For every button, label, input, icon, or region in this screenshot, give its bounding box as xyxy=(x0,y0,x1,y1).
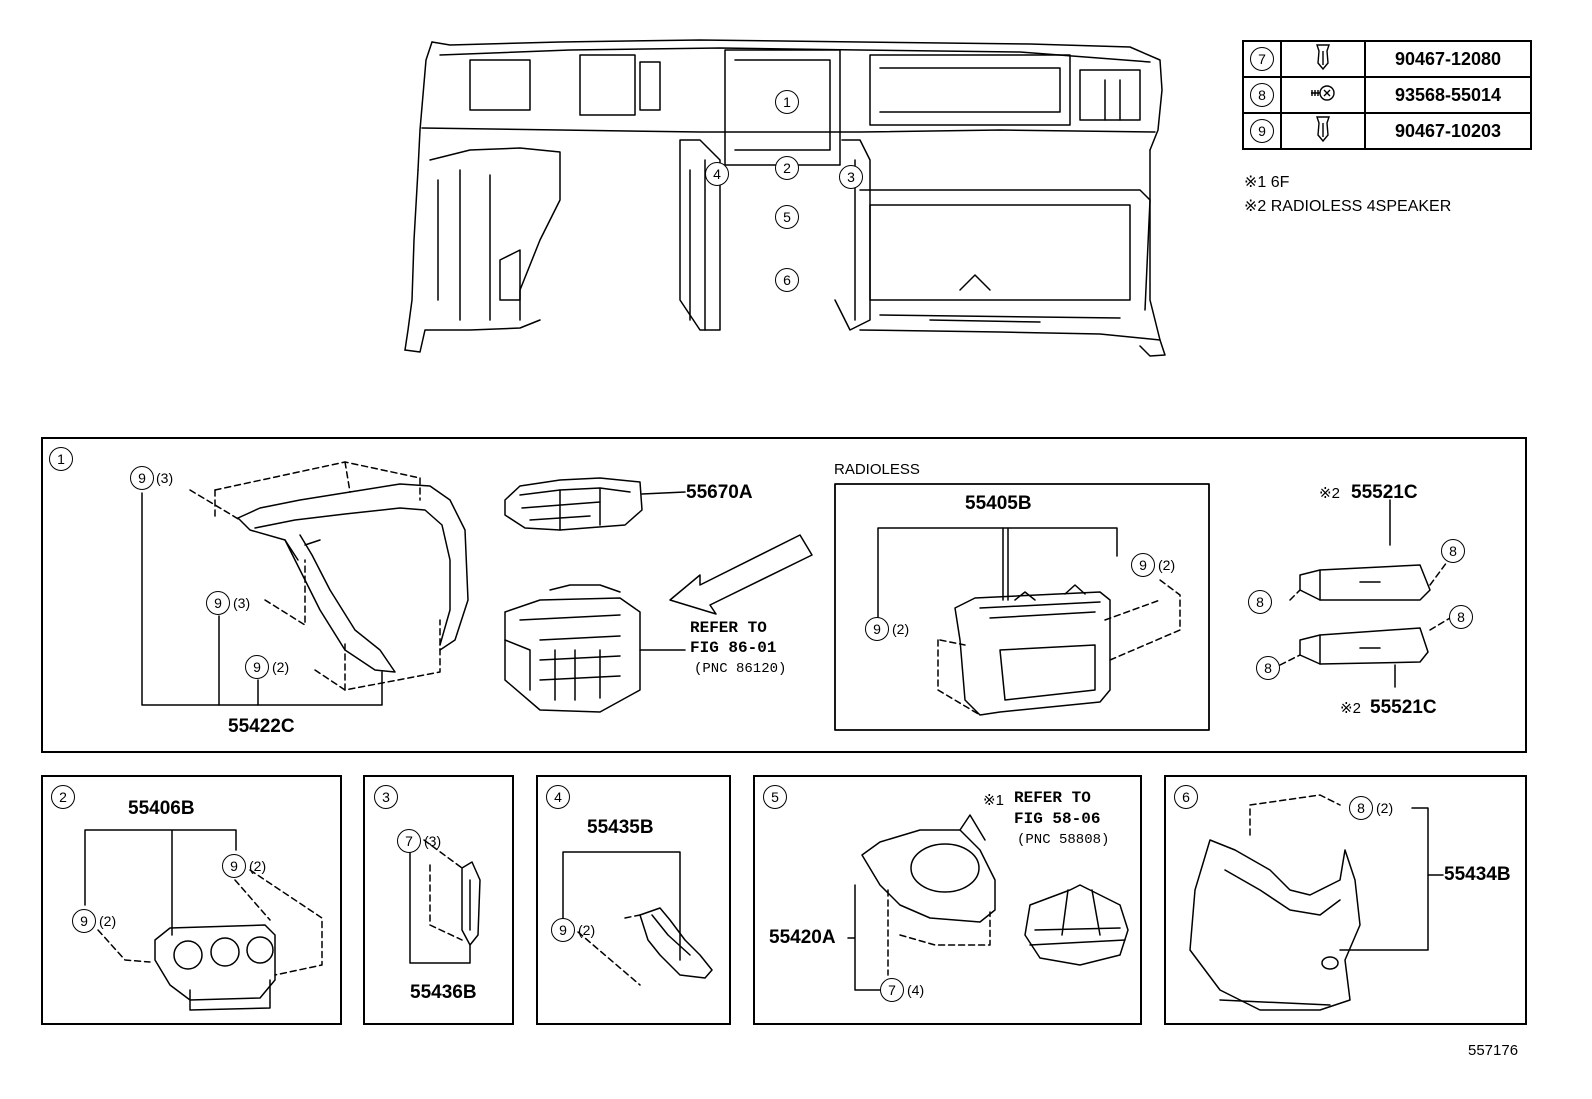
fastener-callout: 8 xyxy=(1248,590,1272,614)
clip-icon xyxy=(1316,115,1330,142)
part-number-55406B[interactable]: 55406B xyxy=(128,798,195,819)
fastener-callout: 9 xyxy=(551,918,575,942)
detail-panel-2 xyxy=(41,775,342,1025)
panel3-drawings xyxy=(409,839,481,964)
part-number: 90467-10203 xyxy=(1364,112,1532,150)
panel-index: 1 xyxy=(49,447,73,471)
fastener-qty: (3) xyxy=(424,833,442,849)
part-number-55420A[interactable]: 55420A xyxy=(769,927,836,948)
panel1-drawings xyxy=(141,461,1451,731)
panel5-mark: ※1 xyxy=(983,792,1004,809)
part-number-55422C[interactable]: 55422C xyxy=(228,716,295,737)
overview-callout-2[interactable]: 2 xyxy=(775,156,799,180)
fastener-callout: 9 xyxy=(130,466,154,490)
detail-panel-6 xyxy=(1164,775,1527,1025)
refer-note-line3: (PNC 58808) xyxy=(1017,832,1110,848)
legend-row: 8 93568-55014 xyxy=(1242,76,1532,114)
overview-callout-5[interactable]: 5 xyxy=(775,205,799,229)
overview-callout-3[interactable]: 3 xyxy=(839,165,863,189)
clip-icon xyxy=(1316,43,1330,70)
part-number: 93568-55014 xyxy=(1364,76,1532,114)
refer-note-line3: (PNC 86120) xyxy=(694,661,787,677)
panel-index: 2 xyxy=(51,785,75,809)
part-number: 90467-12080 xyxy=(1364,40,1532,78)
part-number-55434B[interactable]: 55434B xyxy=(1444,864,1511,885)
refer-note-line2: FIG 58-06 xyxy=(1014,810,1101,828)
panel-index: 6 xyxy=(1174,785,1198,809)
fastener-qty: (2) xyxy=(1158,557,1176,573)
instrument-panel-overview-drawing xyxy=(404,39,1166,357)
ref-circle: 9 xyxy=(1250,119,1274,143)
part-number-55405B[interactable]: 55405B xyxy=(965,493,1032,514)
fastener-qty: (4) xyxy=(907,982,925,998)
fastener-callout: 9 xyxy=(1131,553,1155,577)
radioless-label: RADIOLESS xyxy=(834,461,920,478)
fastener-legend-table: 7 90467-12080 8 93568-55014 9 90467-1020… xyxy=(1242,40,1532,150)
fastener-callout: 9 xyxy=(72,909,96,933)
fastener-callout: 9 xyxy=(245,655,269,679)
part-number-55670A[interactable]: 55670A xyxy=(686,482,753,503)
detail-panel-5 xyxy=(753,775,1142,1025)
figure-id: 557176 xyxy=(1468,1042,1519,1059)
panel4-drawings xyxy=(562,851,713,986)
fastener-qty: (2) xyxy=(1376,800,1394,816)
fastener-callout: 9 xyxy=(865,617,889,641)
panel-index: 3 xyxy=(374,785,398,809)
fastener-callout: 9 xyxy=(222,854,246,878)
overview-callout-1[interactable]: 1 xyxy=(775,90,799,114)
panel-index: 4 xyxy=(546,785,570,809)
legend-row: 7 90467-12080 xyxy=(1242,40,1532,78)
footnote-1: ※1 6F xyxy=(1244,174,1290,191)
fastener-callout: 8 xyxy=(1349,796,1373,820)
refer-note-line2: FIG 86-01 xyxy=(690,639,777,657)
fastener-callout: 8 xyxy=(1256,656,1280,680)
refer-note-line1: REFER TO xyxy=(1014,789,1091,807)
ref-circle: 8 xyxy=(1250,83,1274,107)
detail-panel-3 xyxy=(363,775,514,1025)
overview-callout-4[interactable]: 4 xyxy=(705,162,729,186)
fastener-callout: 7 xyxy=(880,978,904,1002)
part-number-55521C-bottom[interactable]: 55521C xyxy=(1370,697,1437,718)
overview-callout-6[interactable]: 6 xyxy=(775,268,799,292)
fastener-qty: (2) xyxy=(578,922,596,938)
panel6-drawings xyxy=(1189,794,1444,1011)
ref-circle: 7 xyxy=(1250,47,1274,71)
fastener-qty: (3) xyxy=(156,470,174,486)
detail-panel-1 xyxy=(41,437,1527,753)
fastener-qty: (2) xyxy=(892,621,910,637)
panel5-drawings xyxy=(847,814,1129,991)
fastener-callout: 8 xyxy=(1441,539,1465,563)
fastener-callout: 8 xyxy=(1449,605,1473,629)
panel2-drawings xyxy=(84,829,323,1011)
refer-note-line1: REFER TO xyxy=(690,619,767,637)
fastener-callout: 9 xyxy=(206,591,230,615)
switch-mark-top: ※2 xyxy=(1319,485,1340,502)
screw-icon xyxy=(1311,84,1335,101)
legend-row: 9 90467-10203 xyxy=(1242,112,1532,150)
detail-panel-4 xyxy=(536,775,731,1025)
part-number-55436B[interactable]: 55436B xyxy=(410,982,477,1003)
part-number-55435B[interactable]: 55435B xyxy=(587,817,654,838)
part-number-55521C-top[interactable]: 55521C xyxy=(1351,482,1418,503)
fastener-qty: (3) xyxy=(233,595,251,611)
fastener-qty: (2) xyxy=(249,858,267,874)
fastener-qty: (2) xyxy=(99,913,117,929)
switch-mark-bottom: ※2 xyxy=(1340,700,1361,717)
footnote-2: ※2 RADIOLESS 4SPEAKER xyxy=(1244,198,1452,215)
panel-index: 5 xyxy=(763,785,787,809)
fastener-qty: (2) xyxy=(272,659,290,675)
fastener-callout: 7 xyxy=(397,829,421,853)
